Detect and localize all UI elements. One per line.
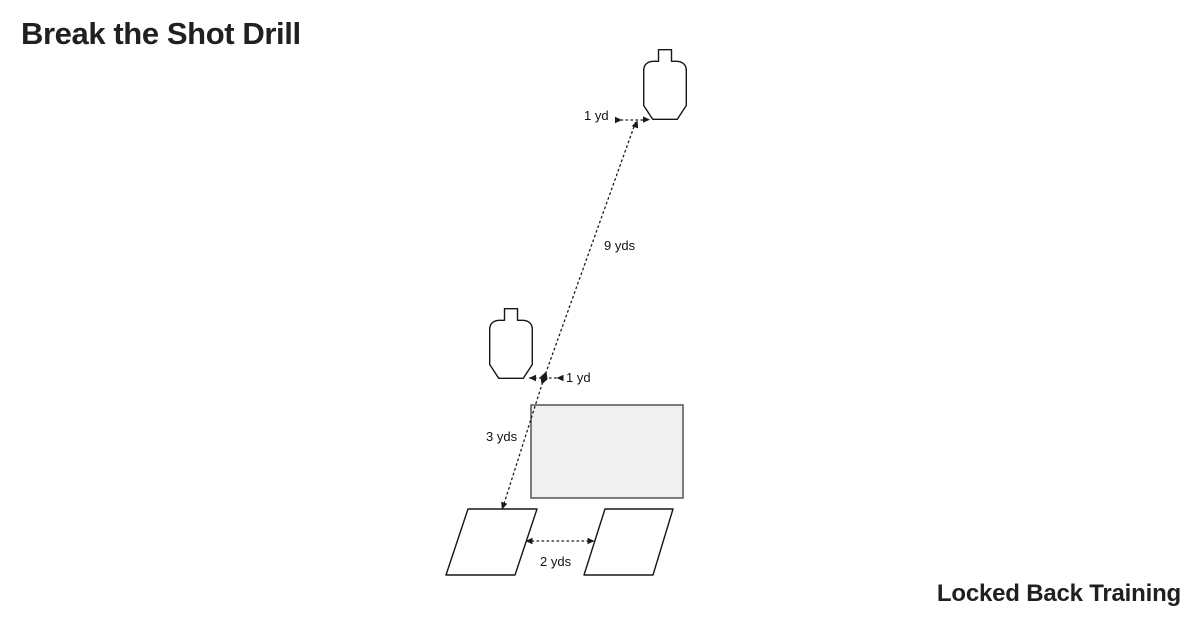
label-long-path: 9 yds: [604, 238, 636, 253]
arrowhead-1yd-near-right: [556, 374, 564, 382]
arrowhead-1yd-far-target: [643, 116, 650, 123]
target-silhouette-far: [643, 49, 687, 121]
label-barrier-path: 3 yds: [486, 429, 518, 444]
shooting-box-left: [445, 508, 538, 576]
label-near-target-offset: 1 yd: [566, 370, 591, 385]
arrowhead-1yd-far-left: [615, 116, 622, 124]
arrowhead-3yds-bottom: [501, 501, 508, 510]
arrowhead-2yds-left: [525, 537, 533, 545]
arrowhead-1yd-near-target: [529, 374, 536, 382]
vision-barrier-rect: [530, 404, 684, 499]
label-far-target-offset: 1 yd: [584, 108, 609, 123]
arrowhead-9yds-top: [631, 120, 639, 129]
brand-wordmark: Locked Back Training: [936, 580, 1181, 607]
label-box-gap: 2 yds: [540, 554, 572, 569]
arrowhead-junction-diamond: [540, 371, 548, 385]
arrowhead-2yds-right: [587, 537, 595, 545]
target-silhouette-near: [489, 308, 533, 379]
path-line-9yds: [543, 121, 637, 379]
page-title: Break the Shot Drill: [21, 16, 301, 51]
shooting-box-right: [583, 508, 674, 576]
